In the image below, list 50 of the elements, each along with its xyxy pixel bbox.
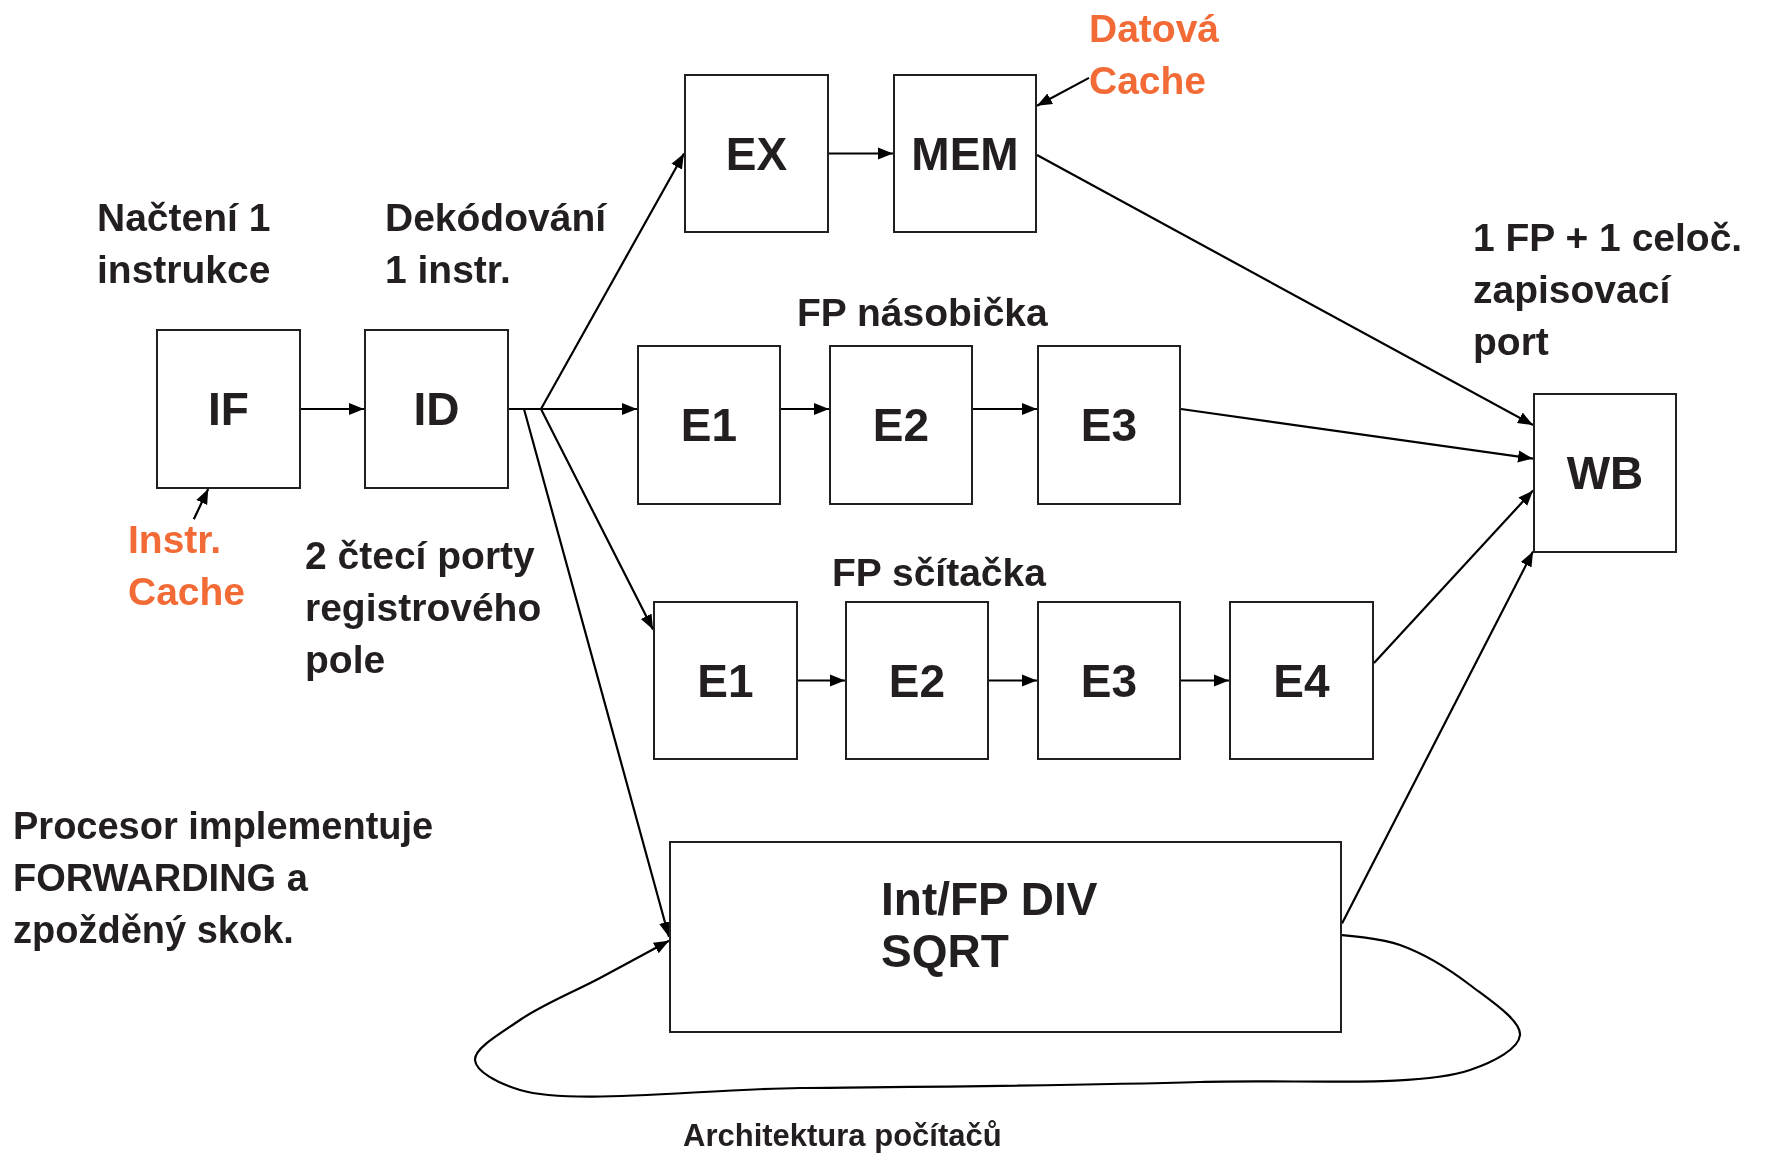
- leader-arrow: [192, 488, 210, 520]
- stage-box: [845, 601, 989, 760]
- stage-note: 2 čtecí porty registrového pole: [305, 533, 543, 683]
- stage-label: E4: [1273, 654, 1330, 707]
- group-label: FP násobička: [797, 290, 1048, 336]
- stage-label: E2: [888, 654, 946, 707]
- group-label: FP sčítačka: [832, 550, 1046, 596]
- arrow: [973, 403, 1037, 415]
- arrow: [301, 403, 364, 415]
- stage-box: [893, 74, 1037, 233]
- stage-box: [637, 345, 781, 505]
- stage-box: [829, 345, 973, 505]
- stage-box: [1037, 601, 1181, 760]
- stage-label: E3: [1080, 399, 1138, 451]
- arrow: [1181, 674, 1229, 687]
- stage-label: E1: [697, 654, 754, 707]
- stage-box: [1229, 601, 1374, 760]
- arrow: [1341, 550, 1534, 925]
- stage-note: 1 FP + 1 celoč. zapisovací port: [1473, 215, 1744, 365]
- stage-label: IF: [208, 383, 249, 435]
- stage-box: [684, 74, 829, 233]
- arrow: [989, 674, 1037, 687]
- callout-label: Datová Cache: [1089, 3, 1239, 107]
- arrow: [473, 934, 1522, 1098]
- stage-box: [1533, 393, 1677, 553]
- arrow: [829, 147, 893, 160]
- stage-note: Dekódování 1 instr.: [385, 195, 608, 293]
- stage-box: [364, 329, 509, 489]
- stage-label: ID: [413, 383, 460, 435]
- stage-label: MEM: [911, 127, 1019, 180]
- stage-label: WB: [1566, 447, 1644, 499]
- callout-label: Instr. Cache: [128, 514, 268, 618]
- unit-box: [669, 841, 1342, 1033]
- stage-note: Načtení 1 instrukce: [97, 195, 272, 293]
- arrow: [1373, 489, 1534, 664]
- note-text: Procesor implementuje FORWARDING a zpožděný skok.: [13, 804, 435, 953]
- stage-label: E1: [680, 399, 738, 451]
- arrow: [798, 674, 845, 687]
- caption: Architektura počítačů: [683, 1117, 1002, 1155]
- stage-label: E3: [1080, 654, 1138, 707]
- stage-box: [156, 329, 301, 489]
- stage-label: EX: [725, 127, 788, 180]
- stage-box: [1037, 345, 1181, 505]
- stage-label: E2: [872, 399, 930, 451]
- arrow: [781, 403, 829, 415]
- stage-box: [653, 601, 798, 760]
- stage-label: Int/FP DIV SQRT: [881, 873, 1099, 977]
- leader-arrow: [1036, 76, 1090, 107]
- arrow: [1036, 154, 1534, 426]
- arrow: [1180, 407, 1534, 463]
